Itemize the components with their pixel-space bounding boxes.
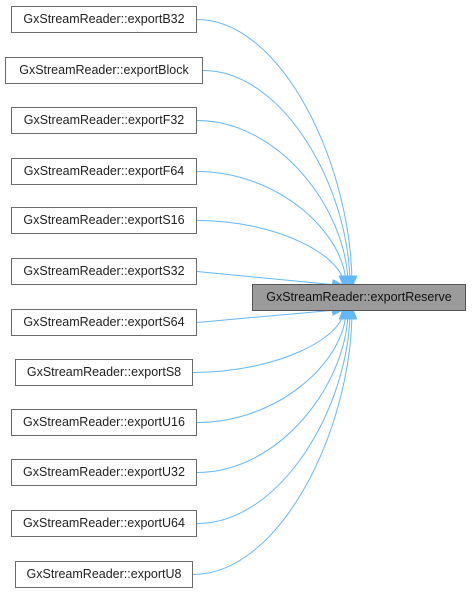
node-exportS64[interactable]: GxStreamReader::exportS64 [11,309,197,336]
node-exportS8[interactable]: GxStreamReader::exportS8 [15,359,193,386]
call-edge-node-exportU32 [196,310,348,473]
node-exportF32[interactable]: GxStreamReader::exportF32 [11,107,197,134]
call-edge-node-exportU64 [196,310,350,524]
call-edge-node-exportB32 [196,19,352,286]
node-exportB32[interactable]: GxStreamReader::exportB32 [11,6,197,33]
call-edge-node-exportS16 [196,220,344,286]
call-edge-node-exportU16 [196,310,346,423]
call-edge-node-exportS64 [196,310,342,323]
node-exportF64[interactable]: GxStreamReader::exportF64 [11,158,197,185]
node-exportBlock[interactable]: GxStreamReader::exportBlock [5,57,203,84]
call-edge-node-exportBlock [202,70,350,286]
call-edge-node-exportF32 [196,120,348,286]
node-exportU32[interactable]: GxStreamReader::exportU32 [11,459,197,486]
call-edge-node-exportU8 [192,310,352,575]
node-exportU16[interactable]: GxStreamReader::exportU16 [11,409,197,436]
call-edge-node-exportF64 [196,171,346,286]
call-edge-node-exportS32 [196,271,342,286]
node-exportS32[interactable]: GxStreamReader::exportS32 [11,258,197,285]
node-exportU8[interactable]: GxStreamReader::exportU8 [15,561,193,588]
call-edge-node-exportS8 [192,310,344,373]
node-exportS16[interactable]: GxStreamReader::exportS16 [11,207,197,234]
node-exportU64[interactable]: GxStreamReader::exportU64 [11,510,197,537]
node-exportReserve: GxStreamReader::exportReserve [252,284,466,311]
